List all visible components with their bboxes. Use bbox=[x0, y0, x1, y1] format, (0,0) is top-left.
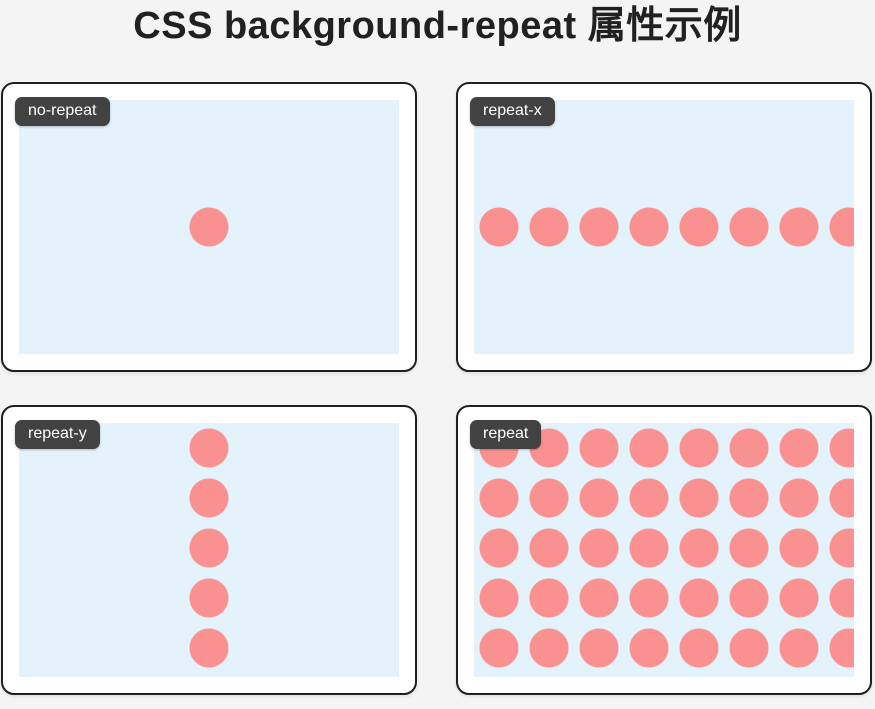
mode-label-repeat-x: repeat-x bbox=[470, 96, 555, 126]
demo-card-repeat-x: repeat-x bbox=[456, 81, 872, 372]
mode-label-repeat: repeat bbox=[470, 419, 542, 449]
demo-card-repeat-y: repeat-y bbox=[1, 404, 417, 695]
demo-card-no-repeat: no-repeat bbox=[1, 81, 417, 372]
demo-card-repeat: repeat bbox=[456, 404, 872, 695]
page-title: CSS background-repeat 属性示例 bbox=[133, 5, 742, 47]
demo-box-repeat bbox=[474, 422, 854, 677]
demo-box-no-repeat bbox=[19, 99, 399, 354]
demo-box-repeat-y bbox=[19, 422, 399, 677]
demo-box-repeat-x bbox=[474, 99, 854, 354]
mode-label-repeat-y: repeat-y bbox=[15, 419, 100, 449]
demo-grid: no-repeat repeat-x repeat-y repeat bbox=[0, 81, 875, 701]
mode-label-no-repeat: no-repeat bbox=[15, 96, 110, 126]
